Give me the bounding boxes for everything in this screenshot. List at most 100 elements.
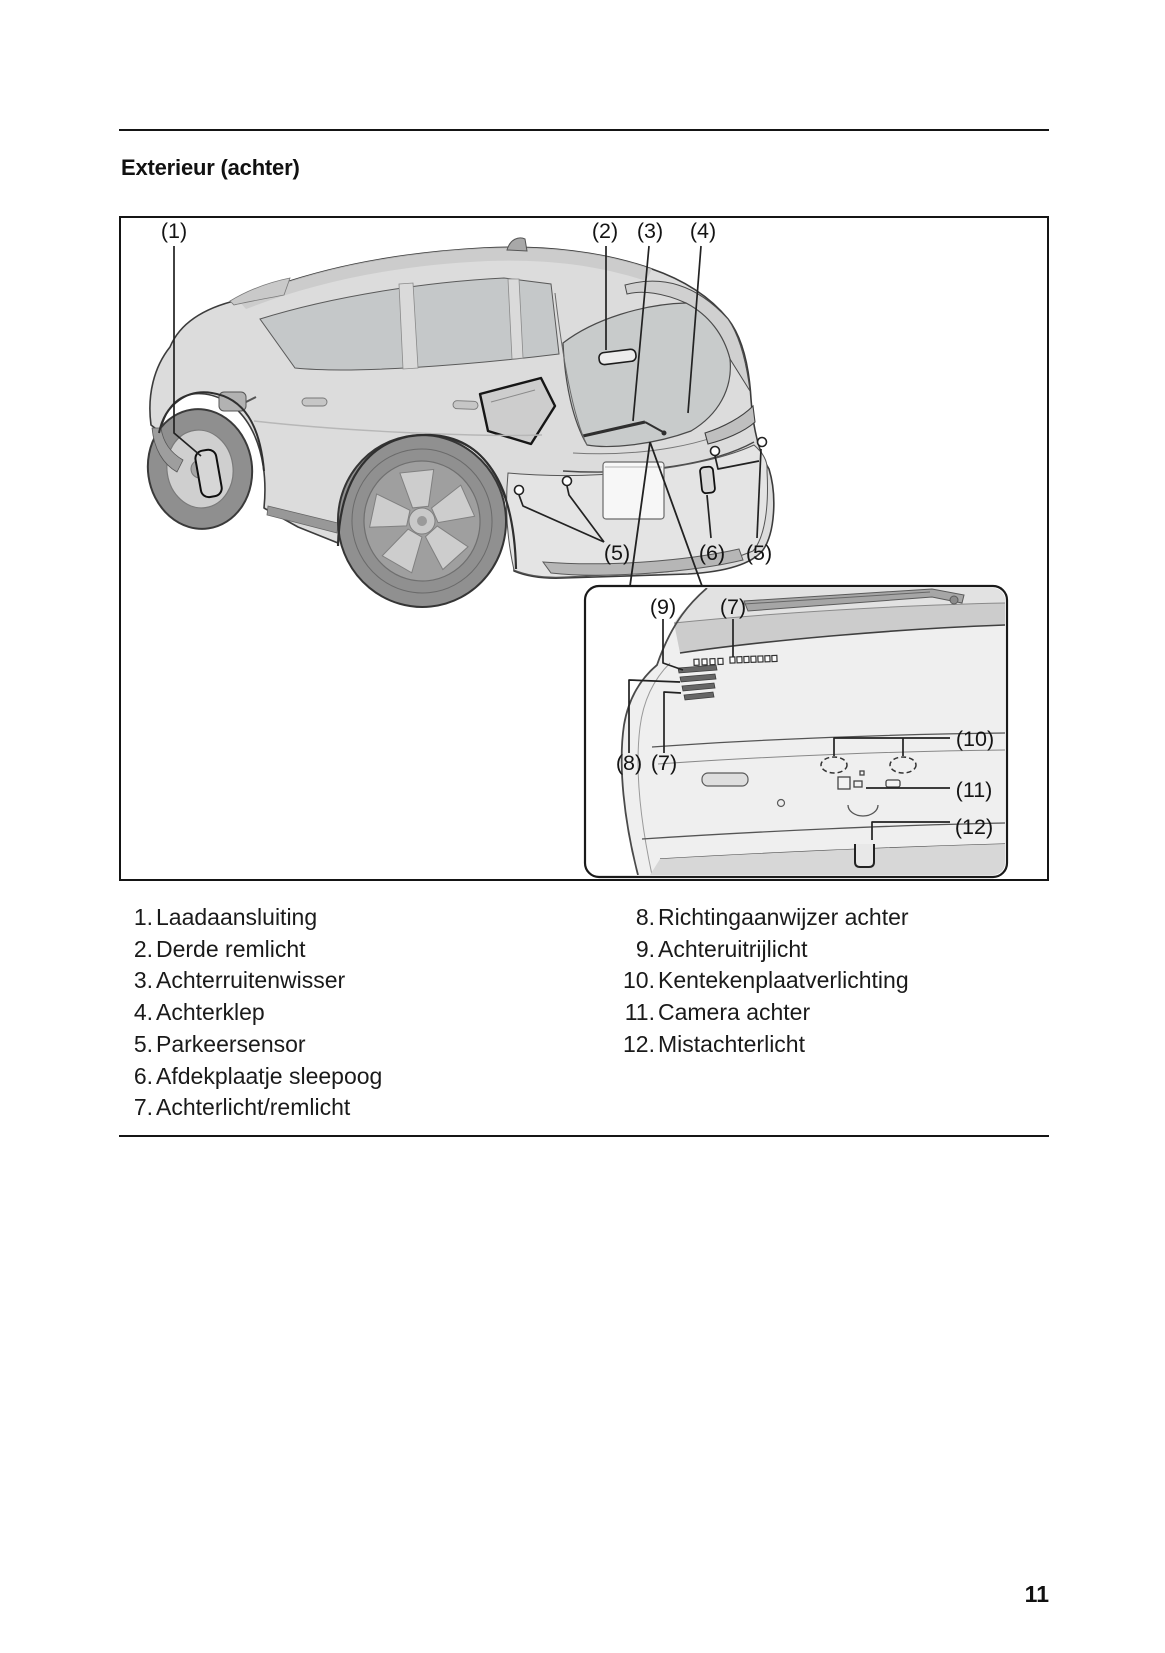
legend-number: 10. [623, 967, 655, 994]
legend-label: Achterklep [156, 999, 265, 1026]
legend-number: 9. [635, 935, 655, 962]
inset-wiper [743, 588, 965, 612]
leader-1 [173, 246, 202, 457]
legend-label: Achterlicht/remlicht [156, 1094, 351, 1121]
callout-3: (3) [637, 219, 663, 243]
legend-item-1: 1. Laadaansluiting [119, 902, 617, 934]
legend-label: Laadaansluiting [156, 904, 318, 930]
figure-exterior-rear: (1) (2) (3) (4) (5) (6) (5) [119, 216, 1049, 881]
callout-1: (1) [161, 219, 187, 243]
rear-skid-plate [541, 548, 744, 576]
callout-5-right: (5) [746, 541, 772, 565]
antenna-fin-icon [506, 237, 528, 252]
callout-10: (10) [956, 727, 994, 751]
tow-eye-cover [699, 465, 716, 495]
car-illustration [146, 237, 775, 608]
tail-light-slats [677, 664, 718, 701]
callout-leader-lines [173, 245, 762, 587]
side-crease [253, 420, 543, 437]
legend-label: Camera achter [658, 999, 811, 1026]
page-title: Exterieur (achter) [121, 155, 300, 180]
roof-panel [238, 247, 652, 309]
callout-12: (12) [955, 815, 993, 839]
leader-5-right [756, 448, 762, 539]
leader-3 [632, 245, 650, 422]
rear-wiper [582, 420, 667, 438]
legend-item-12: 12. Mistachterlicht [617, 1029, 1049, 1061]
b-pillar [398, 282, 419, 370]
license-plate [602, 461, 665, 520]
legend-label: Kentekenplaatverlichting [658, 967, 909, 994]
inset-body-contour [620, 588, 708, 875]
legend-item-8: 8. Richtingaanwijzer achter [617, 902, 1049, 934]
greenhouse [259, 277, 560, 371]
callout-6: (6) [699, 541, 725, 565]
legend-item-9: 9. Achteruitrijlicht [617, 934, 1049, 966]
legend-column-left: 1. Laadaansluiting 2. Derde remlicht 3. … [119, 902, 617, 1124]
callout-8: (8) [616, 751, 642, 775]
rear-camera [837, 770, 901, 790]
legend-item-2: 2. Derde remlicht [119, 934, 617, 966]
legend-label: Derde remlicht [156, 935, 306, 962]
tail-light-left [478, 376, 557, 446]
legend-label: Afdekplaatje sleepoog [156, 1062, 383, 1089]
callout-11: (11) [956, 778, 993, 802]
rear-wheel [336, 434, 508, 608]
parking-sensors [513, 436, 768, 496]
inset-reflector [701, 772, 749, 787]
legend-column-right: 8. Richtingaanwijzer achter 9. Achteruit… [617, 902, 1049, 1124]
callout-4: (4) [690, 219, 716, 243]
legend-label: Achterruitenwisser [156, 967, 346, 994]
callout-9: (9) [650, 595, 676, 619]
front-valance [151, 427, 184, 473]
callout-2: (2) [592, 219, 618, 243]
inset-callouts: (9) (7) (8) (7) (10) (11) (12) [616, 595, 994, 839]
led-dots [693, 654, 778, 666]
legend-label: Parkeersensor [156, 1030, 306, 1057]
legend-number: 2. [133, 935, 153, 962]
callout-7-top: (7) [720, 595, 746, 619]
inset-spoiler [674, 603, 1005, 653]
leader-5-left [518, 494, 605, 543]
legend-item-10: 10. Kentekenplaatverlichting [617, 965, 1049, 997]
leader-7-bottom [663, 691, 682, 753]
callout-5-left: (5) [604, 541, 630, 565]
windshield-edge [229, 277, 291, 306]
leader-12 [871, 821, 950, 840]
plate-lights [820, 756, 917, 774]
legend-item-11: 11. Camera achter [617, 997, 1049, 1029]
legend-number: 1. [133, 904, 153, 930]
page-content: Exterieur (achter) [119, 0, 1049, 1137]
legend-number: 11. [624, 999, 655, 1026]
legend-item-4: 4. Achterklep [119, 997, 617, 1029]
door-handle [301, 397, 479, 410]
magnifier-line-left [629, 441, 651, 587]
leader-5-left-2 [566, 485, 605, 543]
legend-label: Achteruitrijlicht [658, 935, 808, 962]
legend-number: 4. [133, 999, 153, 1026]
legend-number: 7. [133, 1094, 153, 1121]
side-step [266, 505, 339, 534]
legend-label: Mistachterlicht [658, 1030, 805, 1057]
callout-7-bottom: (7) [651, 751, 677, 775]
wheel-spokes [368, 468, 476, 574]
legend-number: 5. [133, 1030, 153, 1057]
leader-4 [687, 245, 702, 414]
third-brake-light [598, 348, 637, 366]
legend-number: 12. [623, 1030, 655, 1057]
tow-hook-cover [854, 844, 875, 868]
legend-item-3: 3. Achterruitenwisser [119, 965, 617, 997]
main-callouts: (1) (2) (3) (4) (5) (6) (5) [161, 219, 772, 565]
magnifier-line-right [649, 441, 703, 587]
legend-item-5: 5. Parkeersensor [119, 1029, 617, 1061]
leader-9 [662, 619, 684, 671]
exterior-rear-diagram: (1) (2) (3) (4) (5) (6) (5) [146, 219, 1009, 879]
leader-8 [628, 679, 681, 753]
leader-6 [706, 494, 712, 539]
legend-item-6: 6. Afdekplaatje sleepoog [119, 1061, 617, 1093]
c-pillar [507, 278, 524, 360]
legend-number: 8. [635, 904, 655, 930]
legend-number: 6. [133, 1062, 153, 1089]
legend-label: Richtingaanwijzer achter [658, 904, 909, 930]
